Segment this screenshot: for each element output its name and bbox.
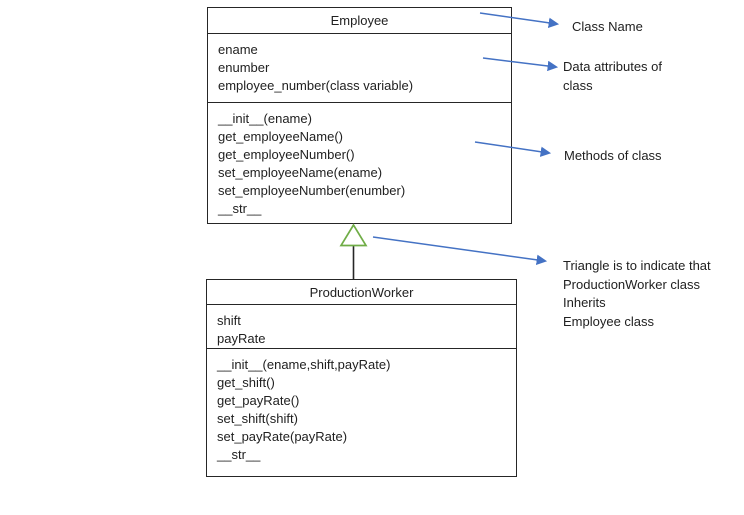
employee-attributes-section: ename enumber employee_number(class vari…: [208, 34, 511, 103]
annotation-class-name: Class Name: [572, 18, 643, 37]
method-row: set_payRate(payRate): [217, 429, 348, 444]
method-row: get_employeeNumber(): [218, 147, 355, 162]
attribute-row: enumber: [218, 60, 270, 75]
method-row: __init__(ename): [218, 111, 312, 126]
attribute-row: shift: [217, 313, 241, 328]
method-row: get_payRate(): [217, 393, 300, 408]
method-row: __str__: [217, 447, 261, 462]
method-row: set_employeeNumber(enumber): [218, 183, 406, 198]
annotation-triangle-note: Triangle is to indicate that ProductionW…: [563, 257, 711, 331]
class-title-productionworker: ProductionWorker: [207, 280, 516, 305]
annotation-line: Data attributes of: [563, 59, 662, 74]
class-title-employee: Employee: [208, 8, 511, 34]
annotation-line: Methods of class: [564, 148, 662, 163]
annotation-data-attributes: Data attributes of class: [563, 58, 662, 95]
arrow-triangle-note: [372, 236, 548, 266]
method-row: set_employeeName(ename): [218, 165, 383, 180]
annotation-line: Inherits: [563, 295, 606, 310]
method-row: get_employeeName(): [218, 129, 344, 144]
attribute-row: payRate: [217, 331, 266, 346]
productionworker-attributes-section: shift payRate: [207, 305, 516, 349]
annotation-line: class: [563, 77, 593, 93]
method-row: get_shift(): [217, 375, 275, 390]
annotation-line: Employee class: [563, 313, 655, 329]
annotation-line: ProductionWorker class: [563, 276, 701, 292]
employee-methods-section: __init__(ename) get_employeeName() get_e…: [208, 103, 511, 222]
annotation-line: Class Name: [572, 19, 643, 34]
annotation-line: Triangle is to indicate that: [563, 258, 711, 273]
method-row: __init__(ename,shift,payRate): [217, 357, 391, 372]
method-row: set_shift(shift): [217, 411, 298, 426]
attribute-row: employee_number(class variable): [218, 78, 414, 93]
attribute-row: ename: [218, 42, 258, 57]
inheritance-triangle-icon: [339, 223, 368, 247]
class-box-employee: Employee ename enumber employee_number(c…: [207, 7, 512, 224]
class-box-productionworker: ProductionWorker shift payRate __init__(…: [206, 279, 517, 477]
annotation-methods: Methods of class: [564, 147, 662, 166]
productionworker-methods-section: __init__(ename,shift,payRate) get_shift(…: [207, 349, 516, 473]
method-row: __str__: [218, 201, 262, 216]
